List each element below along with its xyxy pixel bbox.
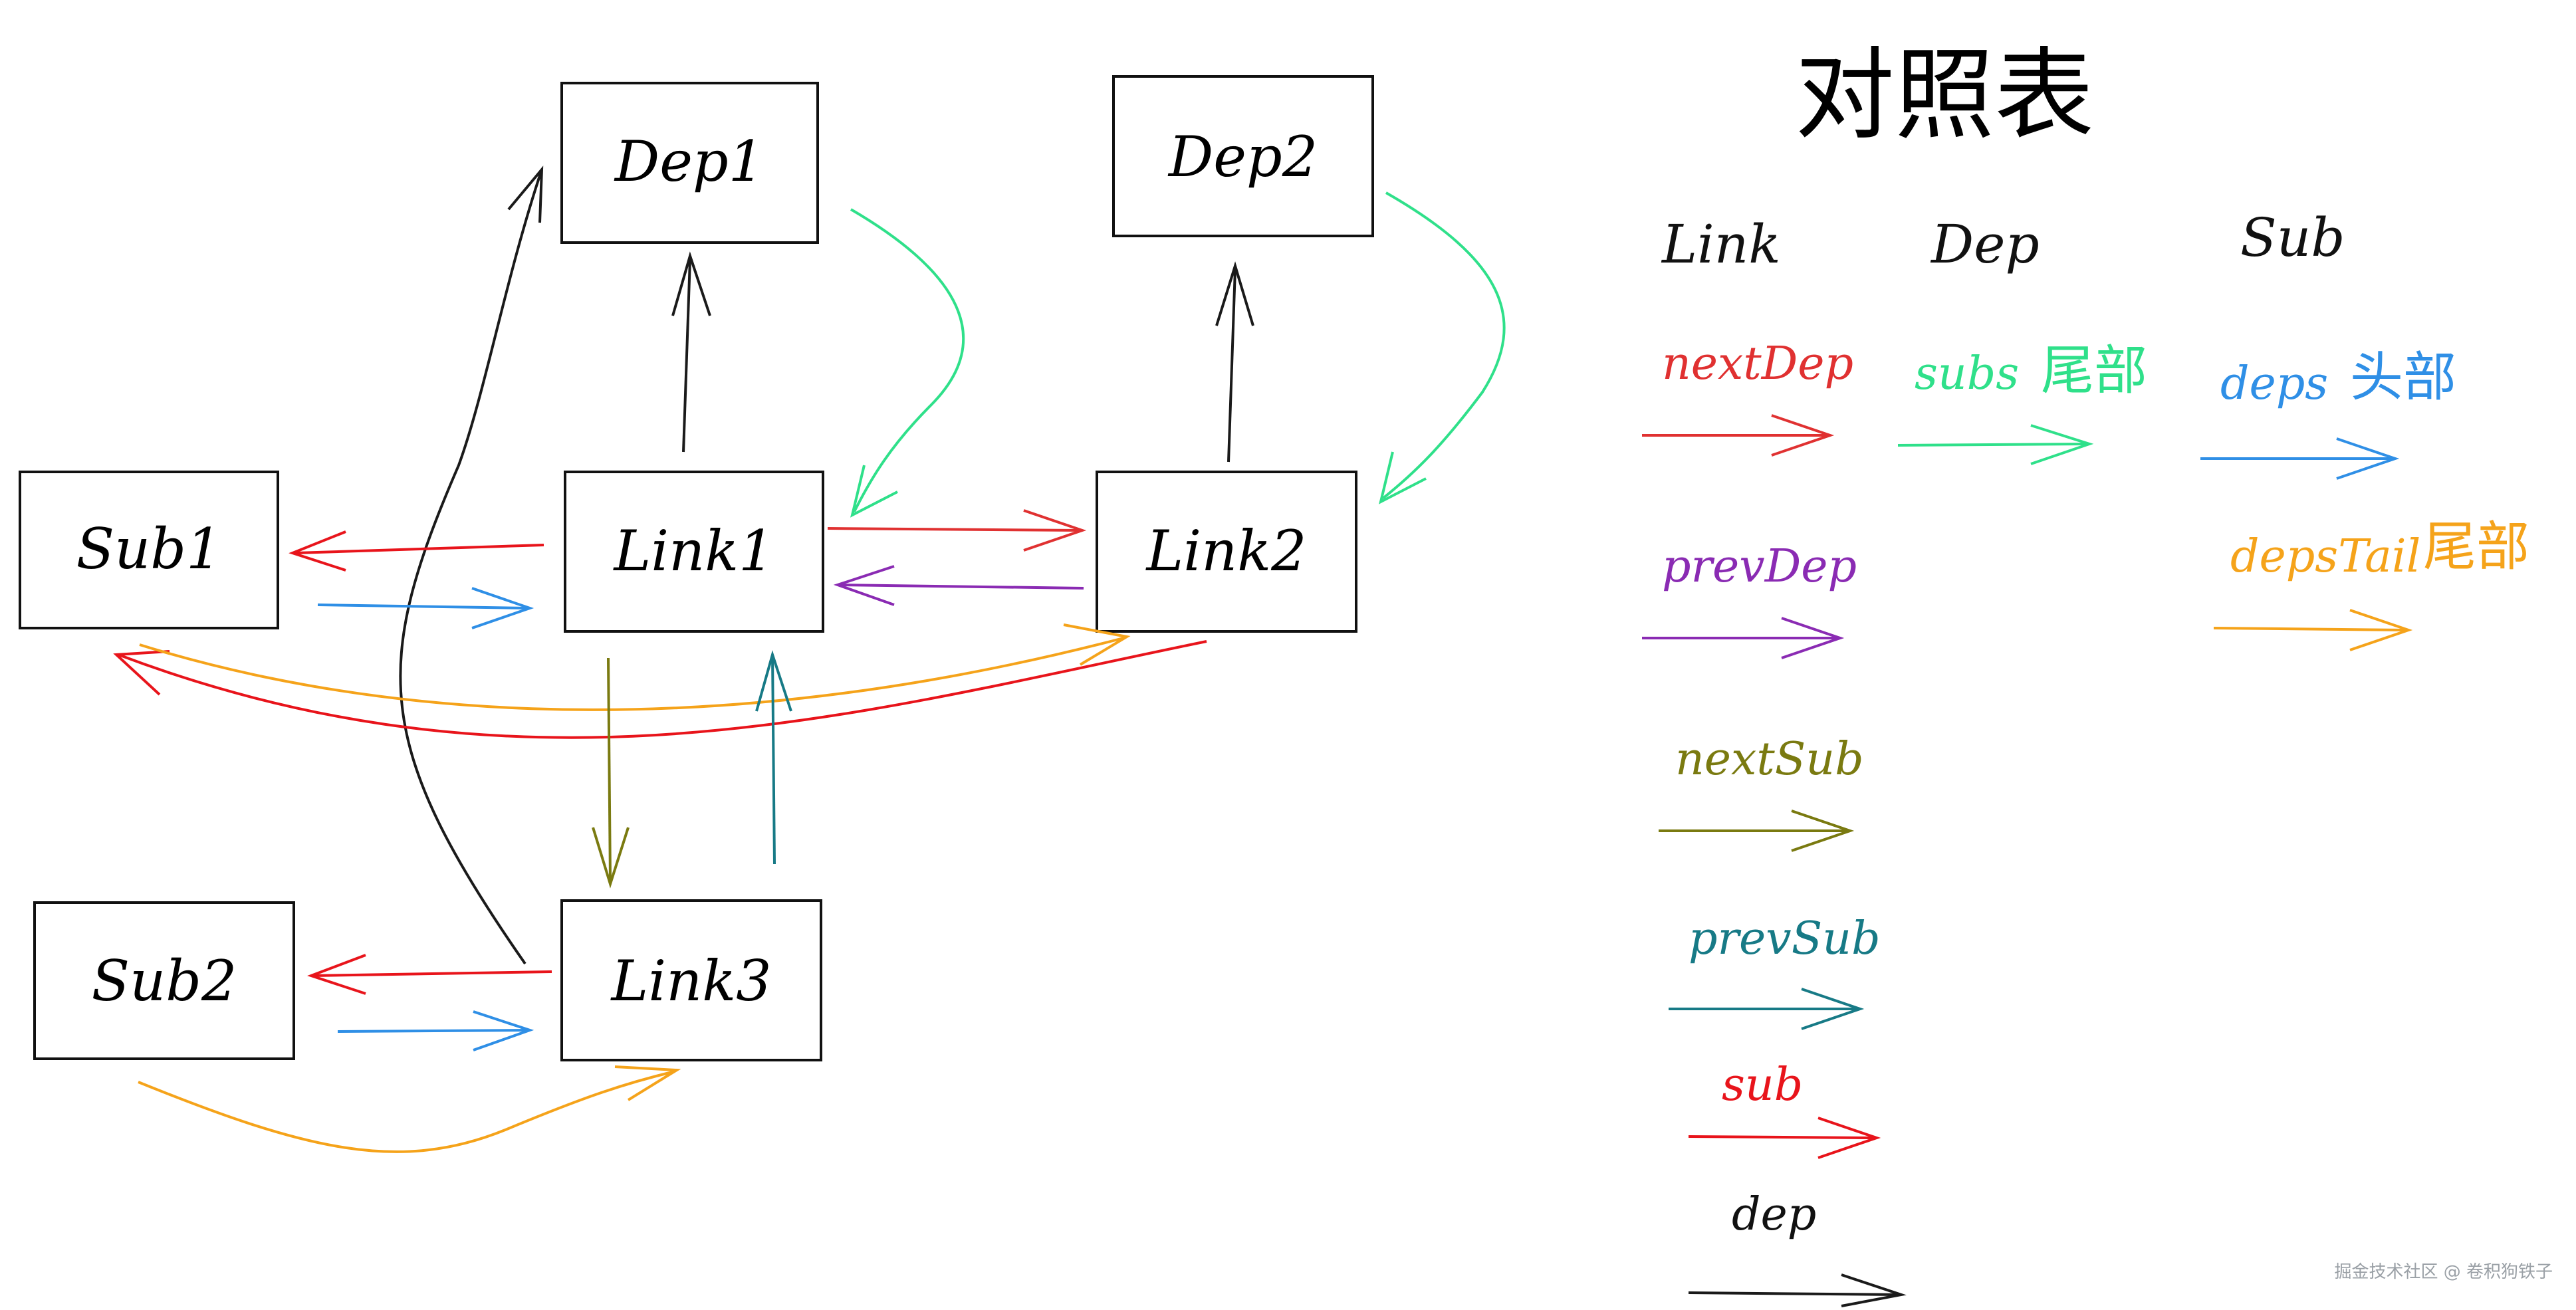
node-dep1: Dep1 bbox=[560, 82, 819, 244]
legend-item-nextdep: nextDep bbox=[1642, 338, 1853, 457]
legend-header-sub: Sub bbox=[2240, 207, 2345, 269]
legend-item-deps-label: deps bbox=[2220, 358, 2328, 410]
legend-item-prevdep: prevDep bbox=[1642, 540, 1857, 659]
node-sub2-label: Sub2 bbox=[92, 948, 237, 1014]
edge-link2-prevdep-link1 bbox=[833, 565, 1084, 606]
legend-item-subs-label: subs bbox=[1915, 348, 2019, 400]
legend-item-sub: sub bbox=[1688, 1059, 1881, 1159]
edge-link2-to-sub1-sub bbox=[113, 640, 1207, 739]
legend-item-prevdep-label: prevDep bbox=[1662, 540, 1857, 593]
node-link1-label: Link1 bbox=[612, 518, 774, 584]
legend-item-prevsub-label: prevSub bbox=[1689, 913, 1881, 965]
legend-item-nextdep-label: nextDep bbox=[1662, 338, 1853, 390]
edge-link1-nextdep-link2 bbox=[827, 509, 1087, 552]
node-link2-label: Link2 bbox=[1145, 518, 1306, 584]
node-dep2-label: Dep2 bbox=[1167, 124, 1318, 189]
edge-link3-to-dep1-dep bbox=[399, 165, 544, 965]
legend-item-depstail-note: 尾部 bbox=[2423, 516, 2529, 578]
legend: 对照表 Link Dep Sub nextDep prevDep nextSub… bbox=[1642, 38, 2529, 1307]
edge-sub2-deps-link3 bbox=[337, 1010, 534, 1051]
legend-header-link: Link bbox=[1661, 213, 1781, 275]
legend-item-deps-note: 头部 bbox=[2350, 346, 2456, 408]
node-sub1-label: Sub1 bbox=[76, 516, 222, 582]
legend-item-nextsub-label: nextSub bbox=[1675, 733, 1864, 786]
node-sub2: Sub2 bbox=[33, 901, 295, 1060]
legend-item-subs: subs 尾部 bbox=[1897, 340, 2147, 465]
legend-item-subs-note: 尾部 bbox=[2041, 340, 2147, 401]
edge-sub2-depstail-link3 bbox=[138, 1065, 681, 1153]
node-link1: Link1 bbox=[564, 471, 824, 633]
edge-link2-to-dep2-dep bbox=[1215, 261, 1254, 463]
edge-link3-prevsub-link1 bbox=[755, 650, 792, 865]
legend-item-sub-label: sub bbox=[1722, 1059, 1803, 1111]
edge-link1-to-dep1-dep bbox=[671, 251, 711, 453]
node-dep2: Dep2 bbox=[1112, 75, 1374, 237]
legend-item-depstail: depsTail 尾部 bbox=[2213, 516, 2529, 651]
edge-sub1-deps-link1 bbox=[317, 587, 534, 629]
legend-item-deps: deps 头部 bbox=[2200, 346, 2456, 480]
edge-link1-nextsub-link3 bbox=[592, 657, 630, 889]
edge-dep2-subs-link2 bbox=[1379, 191, 1506, 504]
edge-link3-to-sub2-sub bbox=[307, 954, 552, 995]
edge-sub1-depstail-link2 bbox=[139, 623, 1131, 711]
node-dep1-label: Dep1 bbox=[614, 129, 764, 194]
legend-item-depstail-label: depsTail bbox=[2230, 530, 2420, 583]
edge-link1-to-sub1-sub bbox=[289, 530, 544, 572]
legend-item-dep-label: dep bbox=[1732, 1188, 1816, 1241]
node-sub1: Sub1 bbox=[19, 471, 279, 629]
node-link2: Link2 bbox=[1096, 471, 1357, 633]
edge-dep1-subs-link1 bbox=[850, 208, 965, 518]
legend-title: 对照表 bbox=[1795, 38, 2094, 154]
legend-item-prevsub: prevSub bbox=[1669, 913, 1881, 1030]
node-link3-label: Link3 bbox=[610, 948, 771, 1014]
legend-item-dep: dep bbox=[1688, 1188, 1907, 1307]
watermark: 掘金技术社区 @ 卷积狗铁子 bbox=[2334, 1262, 2553, 1282]
legend-header-dep: Dep bbox=[1930, 213, 2040, 275]
legend-item-nextsub: nextSub bbox=[1659, 733, 1864, 852]
node-link3: Link3 bbox=[560, 899, 822, 1061]
